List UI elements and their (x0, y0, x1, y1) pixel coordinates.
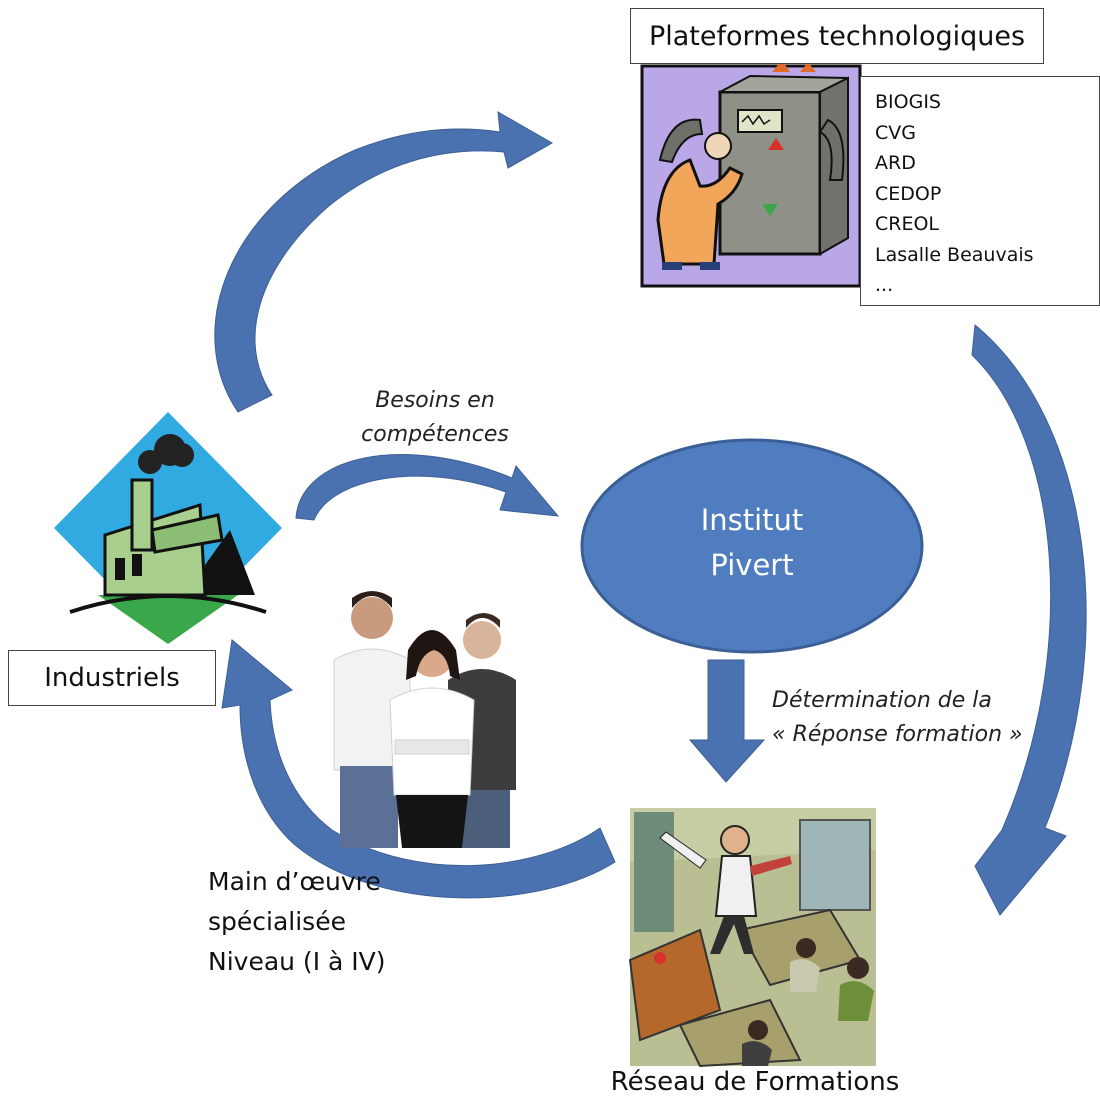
determination-label: Détermination de la « Réponse formation … (772, 684, 1072, 752)
determination-line-2: « Réponse formation » (772, 722, 1023, 747)
workforce-label: Main d’œuvre spécialisée Niveau (I à IV) (208, 862, 448, 982)
arrow-industry-to-platforms (214, 111, 554, 413)
machine-icon (640, 60, 862, 288)
arrow-needs-to-institute (295, 454, 560, 521)
platform-item: Lasalle Beauvais (875, 243, 1034, 266)
platform-item: CEDOP (875, 182, 942, 205)
institute-line-1: Institut (700, 503, 804, 537)
determination-line-1: Détermination de la (772, 688, 992, 713)
platform-item: BIOGIS (875, 91, 941, 113)
training-label: Réseau de Formations (590, 1062, 920, 1102)
platform-item: ... (875, 274, 894, 296)
team-photo (333, 591, 516, 848)
platforms-title: Plateformes technologiques (648, 20, 1026, 52)
institute-label: Institut Pivert (652, 498, 852, 588)
platform-item: CREOL (875, 213, 940, 235)
workforce-line-1: Main d’œuvre (208, 867, 381, 896)
arrow-platforms-to-training (971, 324, 1087, 916)
arrow-institute-to-training (688, 659, 766, 783)
workforce-line-3: Niveau (I à IV) (208, 947, 386, 976)
workforce-line-2: spécialisée (208, 907, 346, 936)
industry-label: Industriels (44, 663, 180, 693)
institute-ellipse (580, 438, 924, 654)
platform-item: ARD (875, 152, 916, 174)
institute-line-2: Pivert (710, 548, 794, 582)
classroom-icon (628, 808, 876, 1068)
platform-item: CVG (875, 121, 916, 144)
arrow-training-to-industry (221, 639, 616, 899)
industry-label-box: Industriels (8, 650, 216, 706)
training-label-text: Réseau de Formations (610, 1067, 900, 1097)
platforms-list: BIOGIS CVG ARD CEDOP CREOL Lasalle Beauv… (860, 76, 1100, 306)
needs-line-1: Besoins en (375, 388, 495, 413)
platforms-title-box: Plateformes technologiques (630, 8, 1044, 64)
needs-line-2: compétences (361, 422, 509, 447)
factory-icon (54, 412, 282, 644)
needs-label: Besoins en compétences (340, 384, 530, 452)
